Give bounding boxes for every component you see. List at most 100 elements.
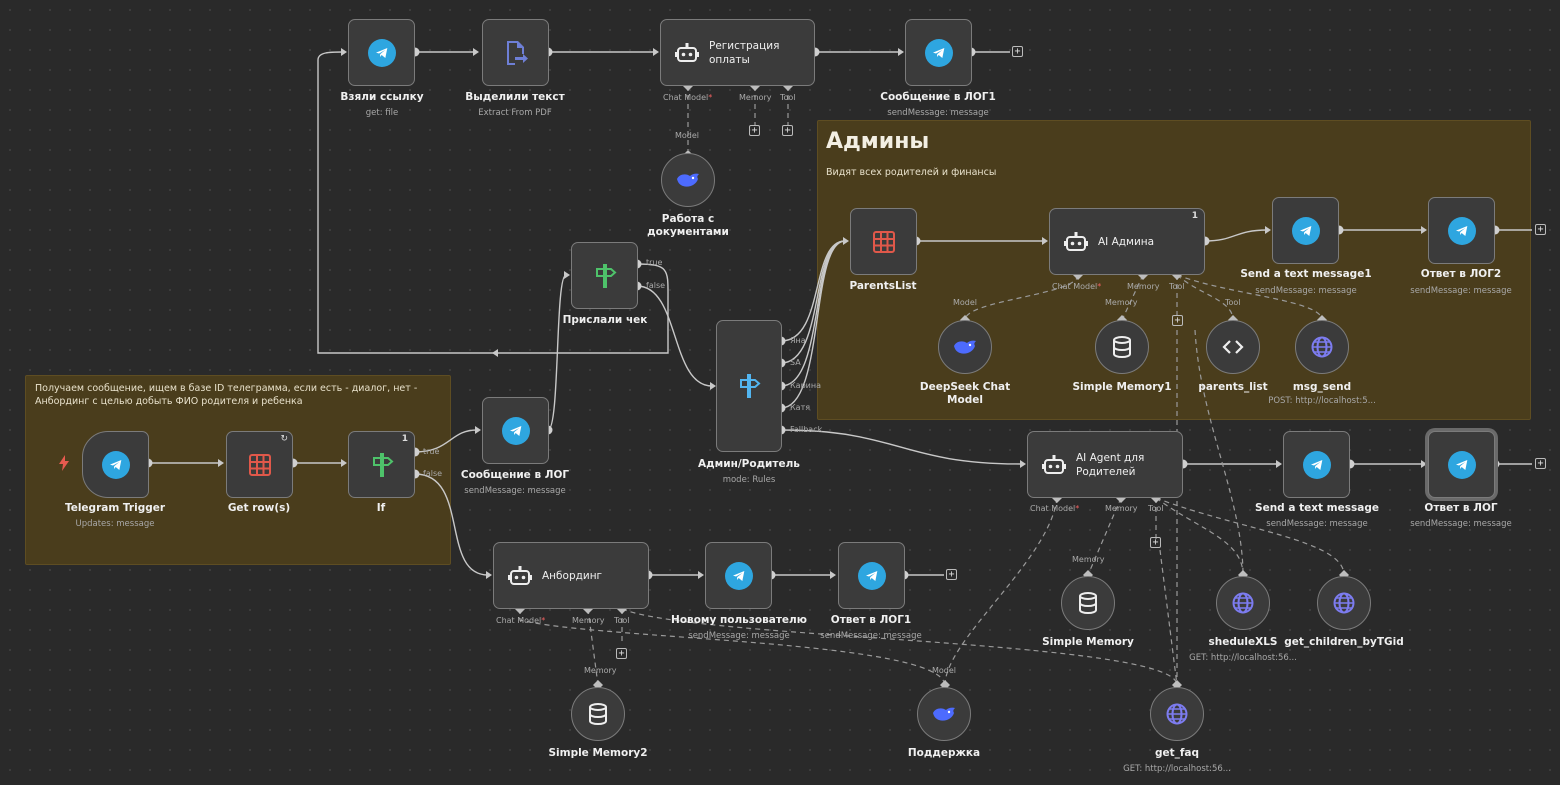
refresh-icon: ↻ (280, 434, 288, 444)
node-get-rows-label: Get row(s) (227, 502, 291, 514)
node-get-faq-label: get_faq (1154, 747, 1200, 759)
node-rabota-label: Работа с документами (647, 213, 729, 238)
node-ai-admina-title: AI Админа (1098, 235, 1155, 248)
add-node-button[interactable]: + (1535, 224, 1546, 235)
node-podderzhka[interactable] (917, 687, 971, 741)
run-count-badge: 1 (401, 434, 408, 444)
port-tool: Tool (1169, 282, 1185, 291)
node-memory2-label: Simple Memory2 (548, 747, 648, 759)
node-deepseek-label: DeepSeek Chat Model (919, 381, 1011, 406)
node-simple-memory1[interactable] (1095, 320, 1149, 374)
node-rabota-s-dokumentami[interactable] (661, 153, 715, 207)
add-node-button[interactable]: + (946, 569, 957, 580)
code-icon (1222, 340, 1244, 354)
node-send-sub: sendMessage: message (1266, 519, 1368, 529)
add-memory-button[interactable]: + (749, 125, 760, 136)
node-simple-memory[interactable] (1061, 576, 1115, 630)
sticky-admins-title: Админы (826, 129, 930, 154)
port-required-mark: * (1097, 282, 1102, 291)
node-otvet-log2-sub: sendMessage: message (1410, 286, 1512, 296)
add-tool-button[interactable]: + (616, 648, 627, 659)
add-tool-button[interactable]: + (782, 125, 793, 136)
port-true-prislali: true (646, 258, 663, 267)
telegram-icon (724, 561, 753, 590)
node-novomu-polzovatelu[interactable] (705, 542, 772, 609)
add-node-button[interactable]: + (1012, 46, 1023, 57)
node-otvet-log1[interactable] (838, 542, 905, 609)
port-chat-model: Chat Model* (663, 93, 712, 102)
port-tool: Tool (614, 616, 630, 625)
dashed-wire (944, 497, 1058, 686)
globe-icon (1333, 592, 1355, 614)
port-chat-model: Chat Model* (1030, 504, 1079, 513)
port-model: Model (675, 131, 700, 140)
run-count-badge: 1 (1191, 211, 1198, 221)
node-send1-label: Send a text message1 (1240, 268, 1372, 280)
telegram-icon (1447, 216, 1476, 245)
node-if[interactable]: 1 (348, 431, 415, 498)
port-katya: Катя (790, 403, 811, 412)
node-parentslist[interactable] (850, 208, 917, 275)
wire (547, 274, 567, 431)
add-tool-button[interactable]: + (1172, 315, 1183, 326)
node-vydelili-tekst[interactable] (482, 19, 549, 86)
node-soobshenie-log1[interactable] (905, 19, 972, 86)
wire (780, 429, 1023, 465)
node-prislali-chek[interactable] (571, 242, 638, 309)
node-get-rows[interactable]: ↻ (226, 431, 293, 498)
sheets-grid-icon (247, 452, 273, 478)
node-podderzhka-label: Поддержка (907, 747, 981, 759)
add-tool-button[interactable]: + (1150, 537, 1161, 548)
node-registracia-oplaty[interactable]: Регистрация оплаты (660, 19, 815, 86)
node-vzyali-ssylku[interactable] (348, 19, 415, 86)
node-ai-agent-roditeley[interactable]: AI Agent для Родителей (1027, 431, 1183, 498)
node-get-faq[interactable] (1150, 687, 1204, 741)
node-simple-memory2[interactable] (571, 687, 625, 741)
port-memory: Memory (1105, 504, 1138, 513)
robot-icon (1040, 451, 1068, 479)
node-telegram-trigger[interactable] (82, 431, 149, 498)
port-tool: Tool (1225, 298, 1241, 307)
deepseek-whale-icon (933, 707, 955, 721)
node-soob-log-sub: sendMessage: message (464, 486, 566, 496)
telegram-icon (857, 561, 886, 590)
node-send-text-message1[interactable] (1272, 197, 1339, 264)
node-ai-admina[interactable]: AI Админа 1 (1049, 208, 1205, 275)
node-tg-trigger-label: Telegram Trigger (64, 502, 166, 514)
node-msg-send-label: msg_send (1292, 381, 1352, 393)
port-required-mark: * (1075, 504, 1080, 513)
globe-icon (1311, 336, 1333, 358)
node-novomu-label: Новому пользователю (671, 614, 807, 626)
globe-icon (1166, 703, 1188, 725)
node-shedule-xls[interactable] (1216, 576, 1270, 630)
node-get-faq-sub: GET: http://localhost:56... (1123, 764, 1231, 774)
node-get-children-by-tgid[interactable] (1317, 576, 1371, 630)
deepseek-whale-icon (954, 340, 976, 354)
node-tg-trigger-sub: Updates: message (75, 519, 155, 529)
node-otvet-log2-label: Ответ в ЛОГ2 (1420, 268, 1502, 280)
node-send-text-message[interactable] (1283, 431, 1350, 498)
add-node-button[interactable]: + (1535, 458, 1546, 469)
telegram-icon (367, 38, 396, 67)
node-parents-list-tool[interactable] (1206, 320, 1260, 374)
robot-icon (1062, 228, 1090, 256)
node-msg-send[interactable] (1295, 320, 1349, 374)
node-admin-roditel-label: Админ/Родитель (698, 458, 800, 470)
node-admin-roditel[interactable] (716, 320, 782, 452)
port-required-mark: * (541, 616, 546, 625)
globe-icon (1232, 592, 1254, 614)
port-memory: Memory (1072, 555, 1105, 564)
node-anbording[interactable]: Анбординг (493, 542, 649, 609)
robot-icon (506, 562, 534, 590)
port-sa: SA (790, 358, 801, 367)
node-otvet-log[interactable] (1428, 431, 1495, 498)
node-send-label: Send a text message (1255, 502, 1379, 514)
node-deepseek-chat-model[interactable] (938, 320, 992, 374)
node-soobshenie-log[interactable] (482, 397, 549, 464)
node-otvet-log-sub: sendMessage: message (1410, 519, 1512, 529)
trigger-bolt-icon (58, 455, 70, 475)
node-otvet-log2[interactable] (1428, 197, 1495, 264)
node-registracia-title: Регистрация оплаты (709, 39, 780, 66)
database-icon (1113, 336, 1131, 359)
